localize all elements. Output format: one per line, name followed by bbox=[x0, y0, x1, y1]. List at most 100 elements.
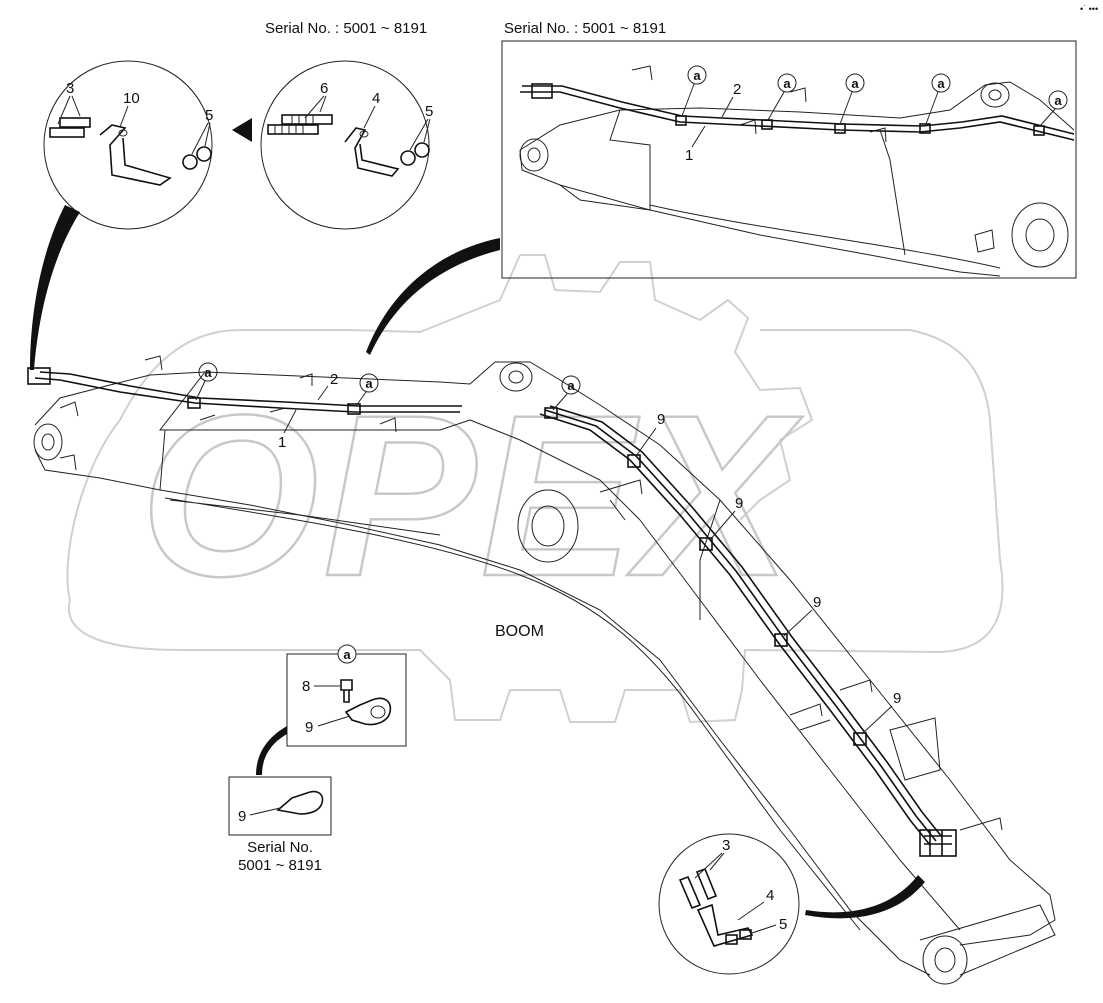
clamp-a2 bbox=[347, 403, 361, 415]
clamp-9-4 bbox=[853, 732, 867, 746]
label-part-9-d: 9 bbox=[893, 690, 901, 707]
clamp-9-2 bbox=[699, 537, 713, 551]
label-part-1-boom: 1 bbox=[278, 434, 286, 451]
watermark-gear bbox=[66, 254, 1004, 724]
bracket-10 bbox=[99, 124, 172, 186]
marker-a-2-leader bbox=[355, 391, 367, 407]
inset-marker-a-5-label: a bbox=[1054, 93, 1062, 108]
label-part-4-top: 4 bbox=[372, 90, 380, 107]
boom-markers: a a a 2 1 9 9 9 9 BOOM bbox=[195, 362, 901, 735]
detail-circle-3 bbox=[658, 833, 800, 975]
leader-5-left bbox=[191, 122, 211, 155]
bolts-6 bbox=[267, 114, 333, 135]
nut-5e bbox=[725, 934, 738, 945]
inset-pipe-1 bbox=[520, 91, 1075, 141]
detail-variant-box bbox=[228, 776, 332, 836]
boom-top-pin bbox=[499, 362, 533, 392]
serial-top-left: Serial No. : 5001 ~ 8191 bbox=[265, 20, 427, 37]
inset-brackets bbox=[631, 65, 995, 253]
label-part-9-a: 9 bbox=[657, 411, 665, 428]
bracket-4-bottom bbox=[696, 903, 754, 947]
inset-clamp-4 bbox=[919, 123, 931, 134]
inset-marker-a-5-leader bbox=[1039, 108, 1056, 127]
label-part-9-b: 9 bbox=[735, 495, 743, 512]
pipe-1 bbox=[34, 377, 460, 413]
detail-a-marker-label: a bbox=[343, 647, 351, 662]
inset-label-part-2: 2 bbox=[733, 81, 741, 98]
bolt-3d bbox=[695, 867, 718, 901]
clamp-9-detail-bore bbox=[370, 705, 386, 719]
boom-top-pin-hole bbox=[508, 370, 524, 384]
inset-marker-a-4-leader bbox=[925, 91, 939, 125]
corner-mark: •˙ ••• bbox=[1080, 4, 1098, 14]
inset-boom-outline bbox=[519, 81, 1075, 277]
inset-marker-a-1-label: a bbox=[693, 68, 701, 83]
marker-a-3-label: a bbox=[567, 378, 575, 393]
inset-marker-a-1 bbox=[687, 65, 707, 85]
inset-label-part-1: 1 bbox=[685, 147, 693, 164]
watermark: OPEX bbox=[66, 254, 1004, 724]
nut-5c bbox=[400, 150, 416, 166]
pipe-3 bbox=[539, 413, 931, 846]
clamp-9-3 bbox=[774, 633, 788, 647]
label-part-4-bottom: 4 bbox=[766, 887, 774, 904]
leader-6 bbox=[304, 95, 327, 119]
marker-a-3-leader bbox=[552, 393, 568, 411]
inset-pipe-2 bbox=[522, 85, 1075, 135]
leader-9-detail-a bbox=[317, 715, 351, 727]
bracket-10-hole bbox=[118, 129, 128, 137]
marker-a-3 bbox=[561, 375, 581, 395]
leader-3-left bbox=[57, 95, 81, 125]
inset-marker-a-1-leader bbox=[681, 83, 695, 117]
leader-9-b bbox=[709, 510, 736, 541]
inset-marker-a-5 bbox=[1048, 90, 1068, 110]
pipe-5 bbox=[549, 405, 943, 838]
detail-left: Serial No. : 5001 ~ 8191 3 10 5 bbox=[30, 20, 433, 370]
boom-web-line-3 bbox=[639, 499, 961, 931]
boom-foot-pin bbox=[33, 423, 63, 461]
label-part-3-bottom: 3 bbox=[722, 837, 730, 854]
label-part-9-variant: 9 bbox=[238, 808, 246, 825]
pointer-wedge-detail-a bbox=[256, 726, 287, 775]
inset-marker-a-2-leader bbox=[767, 91, 785, 121]
inset-pin-left-hole bbox=[527, 147, 541, 163]
inset-boss bbox=[1011, 202, 1069, 268]
clamp-9-detail bbox=[344, 697, 392, 726]
boom-bottom-pin bbox=[922, 935, 968, 985]
inset-end-fitting bbox=[531, 83, 553, 99]
nut-5f bbox=[739, 929, 752, 940]
detail-circle-2 bbox=[260, 60, 430, 230]
boom-upper-outline bbox=[34, 361, 1056, 946]
inset-marker-a-2-label: a bbox=[783, 76, 791, 91]
detail-a: a 8 9 9 Serial No. 5001 ~ 8191 bbox=[228, 644, 407, 874]
nuts-5-left bbox=[182, 146, 212, 170]
boom-foot-pin-hole bbox=[41, 433, 55, 451]
bolt-8 bbox=[340, 679, 353, 703]
detail-bottom-right: 3 4 5 bbox=[658, 833, 925, 975]
nut-5b bbox=[196, 146, 212, 162]
inset-clamp-3 bbox=[834, 123, 846, 134]
leader-9-c bbox=[783, 609, 813, 637]
marker-a-2-label: a bbox=[365, 376, 373, 391]
clamps bbox=[187, 397, 867, 746]
serial-bottom-line1: Serial No. bbox=[247, 839, 313, 856]
marker-a-2 bbox=[359, 373, 379, 393]
boom-bottom-pin-hole bbox=[934, 947, 956, 973]
leader-9-a bbox=[635, 427, 657, 457]
serial-top-right: Serial No. : 5001 ~ 8191 bbox=[504, 20, 666, 37]
label-part-8: 8 bbox=[302, 678, 310, 695]
detail-box-top-right bbox=[501, 40, 1077, 279]
pointer-wedge-bottom-right bbox=[805, 875, 925, 919]
detail-top-right: Serial No. : 5001 ~ 8191 a a a a bbox=[366, 20, 1077, 355]
bolt-6-threads bbox=[274, 115, 314, 134]
label-part-9-detail-a: 9 bbox=[305, 719, 313, 736]
inset-clamp-2 bbox=[761, 119, 773, 130]
detail-a-marker bbox=[337, 644, 357, 664]
boom-lower-outline bbox=[34, 449, 931, 976]
pipe-end-fitting-left bbox=[27, 367, 51, 385]
leader-9-d bbox=[861, 705, 893, 735]
label-part-5-right: 5 bbox=[425, 103, 433, 120]
pipe-4 bbox=[544, 409, 937, 842]
inset-marker-a-3 bbox=[845, 73, 865, 93]
leader-9-variant bbox=[249, 807, 281, 816]
